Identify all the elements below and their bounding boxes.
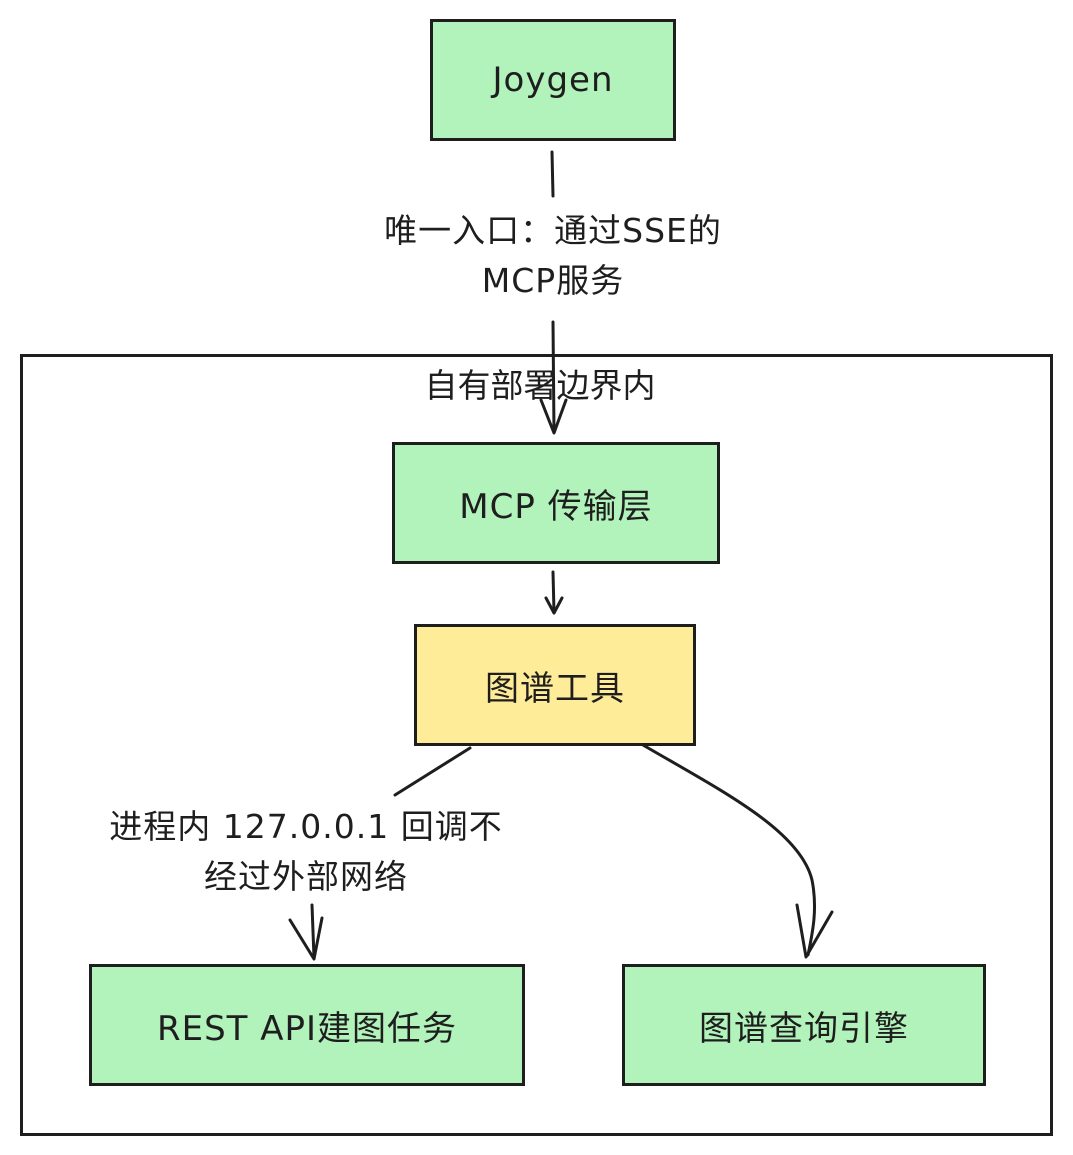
- edge-label-local-callback-line2: 经过外部网络: [204, 857, 408, 896]
- edge-label-sse-entry: 唯一入口：通过SSE的 MCP服务: [346, 206, 760, 306]
- node-mcp-transport-label: MCP 传输层: [459, 486, 653, 527]
- node-graph-tools: 图谱工具: [414, 624, 696, 746]
- node-mcp-transport: MCP 传输层: [392, 442, 720, 564]
- node-graph-query-engine: 图谱查询引擎: [622, 964, 986, 1086]
- edge-joygen-to-mcp-upper: [550, 150, 555, 198]
- node-rest-api-label: REST API建图任务: [156, 1008, 458, 1049]
- edge-label-local-callback: 进程内 127.0.0.1 回调不 经过外部网络: [78, 802, 534, 902]
- edge-label-sse-entry-line2: MCP服务: [481, 261, 625, 300]
- deployment-boundary-frame: [20, 354, 1053, 1136]
- node-joygen: Joygen: [430, 19, 676, 141]
- node-graph-tools-label: 图谱工具: [485, 668, 625, 709]
- edge-label-sse-entry-line1: 唯一入口：通过SSE的: [384, 211, 722, 250]
- node-joygen-label: Joygen: [492, 60, 614, 100]
- node-graph-query-engine-label: 图谱查询引擎: [699, 1008, 909, 1049]
- edge-label-local-callback-line1: 进程内 127.0.0.1 回调不: [109, 807, 503, 846]
- node-rest-api: REST API建图任务: [89, 964, 525, 1086]
- deployment-boundary-title: 自有部署边界内: [424, 366, 656, 405]
